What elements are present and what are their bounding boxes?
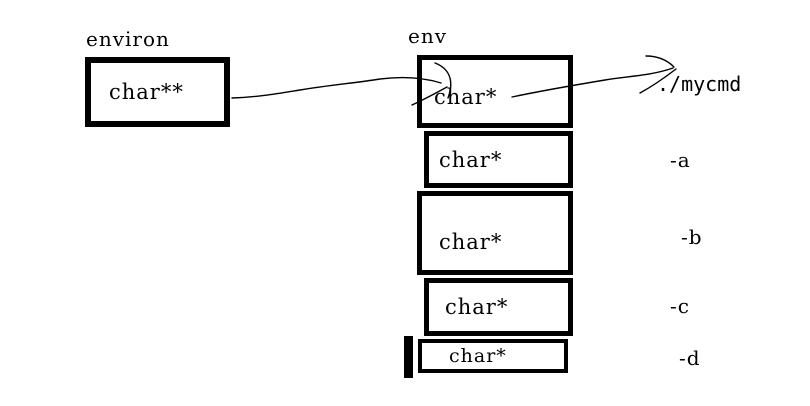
arg-flag-a-label: -a — [670, 148, 691, 172]
environ-cell-text: char** — [109, 80, 184, 104]
environ-pointer-box: char** — [85, 57, 230, 127]
env-cell-2: char* — [417, 191, 573, 275]
env-cell-text: char* — [439, 147, 503, 172]
env-column-foot-line — [404, 336, 413, 378]
env-cell-0: char* — [417, 55, 573, 128]
arg-flag-c-label: -c — [670, 294, 690, 318]
arg-flag-d-label: -d — [679, 346, 701, 370]
env-cell-text: char* — [449, 345, 507, 367]
arg-command-label: ./mycmd — [657, 72, 742, 96]
env-cell-3: char* — [424, 278, 573, 336]
environ-label: environ — [86, 27, 170, 51]
env-label: env — [408, 24, 448, 48]
env-cell-text: char* — [434, 85, 498, 109]
env-cell-text: char* — [439, 230, 503, 254]
env-cell-4: char* — [418, 339, 568, 373]
env-cell-1: char* — [424, 131, 573, 188]
env-cell-text: char* — [445, 295, 509, 319]
arg-flag-b-label: -b — [681, 225, 703, 249]
